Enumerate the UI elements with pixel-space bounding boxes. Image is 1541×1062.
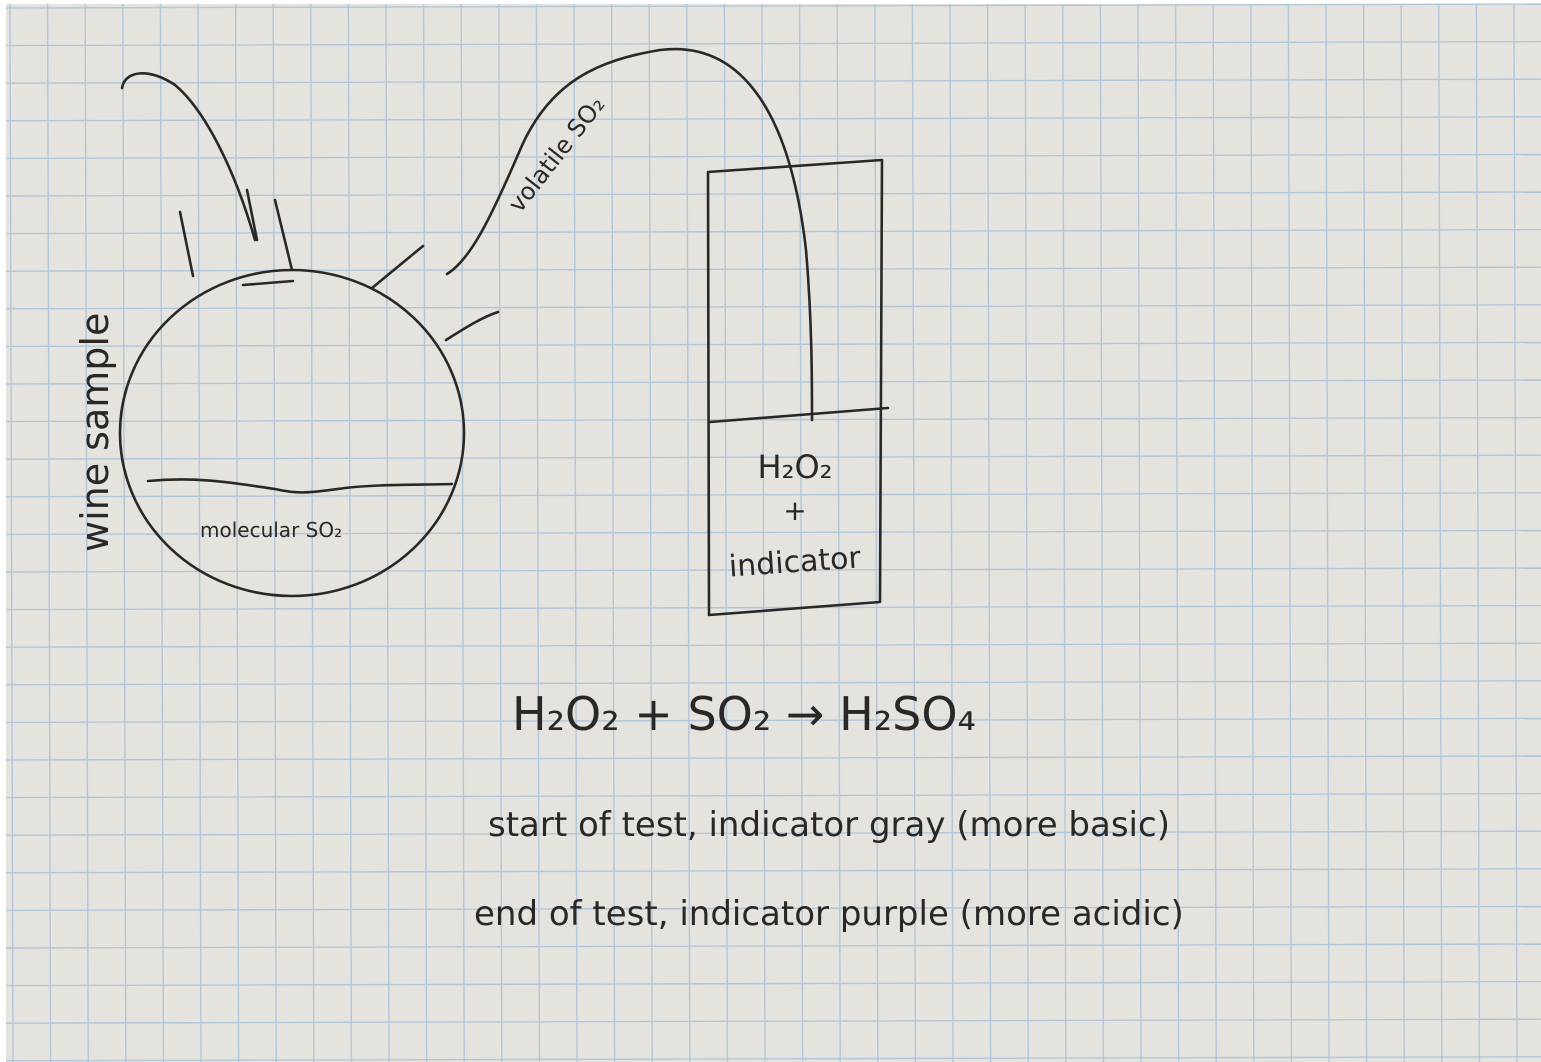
grid-line-horizontal bbox=[5, 792, 1541, 799]
flask-neck-top bbox=[241, 279, 295, 287]
grid-line-horizontal bbox=[5, 228, 1541, 235]
grid-line-horizontal bbox=[5, 567, 1541, 573]
grid-line-horizontal bbox=[5, 304, 1541, 310]
grid-line-horizontal bbox=[5, 755, 1541, 761]
grid-line-vertical bbox=[122, 3, 127, 1062]
grid-line-vertical bbox=[911, 3, 917, 1062]
grid-line-vertical bbox=[84, 3, 89, 1062]
grid-line-horizontal bbox=[5, 492, 1541, 498]
grid-line-vertical bbox=[1250, 3, 1255, 1062]
grid-line-vertical bbox=[9, 3, 14, 1062]
grid-line-horizontal bbox=[5, 416, 1541, 423]
grid-line-vertical bbox=[1099, 3, 1105, 1062]
liquid-surface bbox=[146, 478, 454, 494]
grid-line-vertical bbox=[1137, 3, 1142, 1062]
grid-line-horizontal bbox=[5, 40, 1541, 47]
cylinder-outline bbox=[706, 158, 884, 617]
grid-line-horizontal bbox=[5, 191, 1541, 197]
ink-drawing bbox=[118, 47, 890, 617]
grid-line-horizontal bbox=[5, 1056, 1541, 1062]
grid-line-vertical bbox=[1362, 3, 1368, 1062]
delivery-tube bbox=[445, 47, 814, 422]
grid-line-horizontal bbox=[5, 604, 1541, 611]
grid-line-vertical bbox=[1212, 3, 1217, 1062]
grid-line-horizontal bbox=[5, 830, 1541, 836]
grid-line-horizontal bbox=[5, 454, 1541, 460]
grid-lines bbox=[5, 3, 1541, 1062]
grid-line-vertical bbox=[1062, 3, 1067, 1062]
grid-line-horizontal bbox=[5, 266, 1541, 272]
grid-line-vertical bbox=[1174, 3, 1180, 1062]
grid-line-vertical bbox=[1325, 3, 1330, 1062]
cylinder-label-h2o2: H₂O₂ bbox=[758, 448, 833, 486]
grid-line-horizontal bbox=[5, 680, 1541, 686]
grid-line-horizontal bbox=[5, 529, 1541, 536]
grid-line-vertical bbox=[1024, 3, 1029, 1062]
grid-line-horizontal bbox=[5, 3, 1541, 9]
side-arm-lower bbox=[444, 310, 500, 342]
grid-line-vertical bbox=[159, 3, 165, 1062]
grid-line-vertical bbox=[1513, 3, 1518, 1062]
grid-line-horizontal bbox=[5, 943, 1541, 949]
grid-line-horizontal bbox=[5, 78, 1541, 84]
reaction-equation: H₂O₂ + SO₂ → H₂SO₄ bbox=[512, 687, 976, 741]
grid-line-vertical bbox=[949, 3, 954, 1062]
side-arm-upper bbox=[370, 244, 425, 290]
grid-line-vertical bbox=[874, 3, 879, 1062]
flask-neck-right bbox=[273, 198, 294, 272]
grid-line-horizontal bbox=[5, 868, 1541, 874]
left-tube bbox=[120, 72, 257, 242]
grid-line-horizontal bbox=[5, 1018, 1541, 1024]
flask-neck-left bbox=[178, 210, 195, 278]
grid-line-vertical bbox=[1475, 3, 1481, 1062]
grid-line-vertical bbox=[234, 3, 240, 1062]
grid-line-vertical bbox=[197, 3, 202, 1062]
grid-line-vertical bbox=[46, 3, 52, 1062]
molecular-so2-label: molecular SO₂ bbox=[200, 518, 342, 542]
cylinder-label-plus: + bbox=[783, 494, 806, 527]
grid-line-horizontal bbox=[5, 341, 1541, 348]
grid-line-horizontal bbox=[5, 717, 1541, 724]
wine-sample-label: wine sample bbox=[73, 313, 117, 552]
grid-line-horizontal bbox=[5, 153, 1541, 160]
grid-line-vertical bbox=[1287, 3, 1293, 1062]
grid-line-horizontal bbox=[5, 379, 1541, 385]
grid-line-horizontal bbox=[5, 642, 1541, 648]
grid-line-vertical bbox=[1438, 3, 1443, 1062]
grid-line-horizontal bbox=[5, 980, 1541, 987]
grid-line-vertical bbox=[986, 3, 992, 1062]
left-border bbox=[0, 0, 6, 1062]
note-end-of-test: end of test, indicator purple (more acid… bbox=[474, 894, 1184, 934]
note-start-of-test: start of test, indicator gray (more basi… bbox=[488, 805, 1170, 845]
grid-line-horizontal bbox=[5, 905, 1541, 912]
grid-line-vertical bbox=[1400, 3, 1405, 1062]
cylinder-liquid-line bbox=[708, 406, 890, 424]
flask-neck-mid bbox=[245, 188, 259, 242]
grid-line-vertical bbox=[836, 3, 841, 1062]
